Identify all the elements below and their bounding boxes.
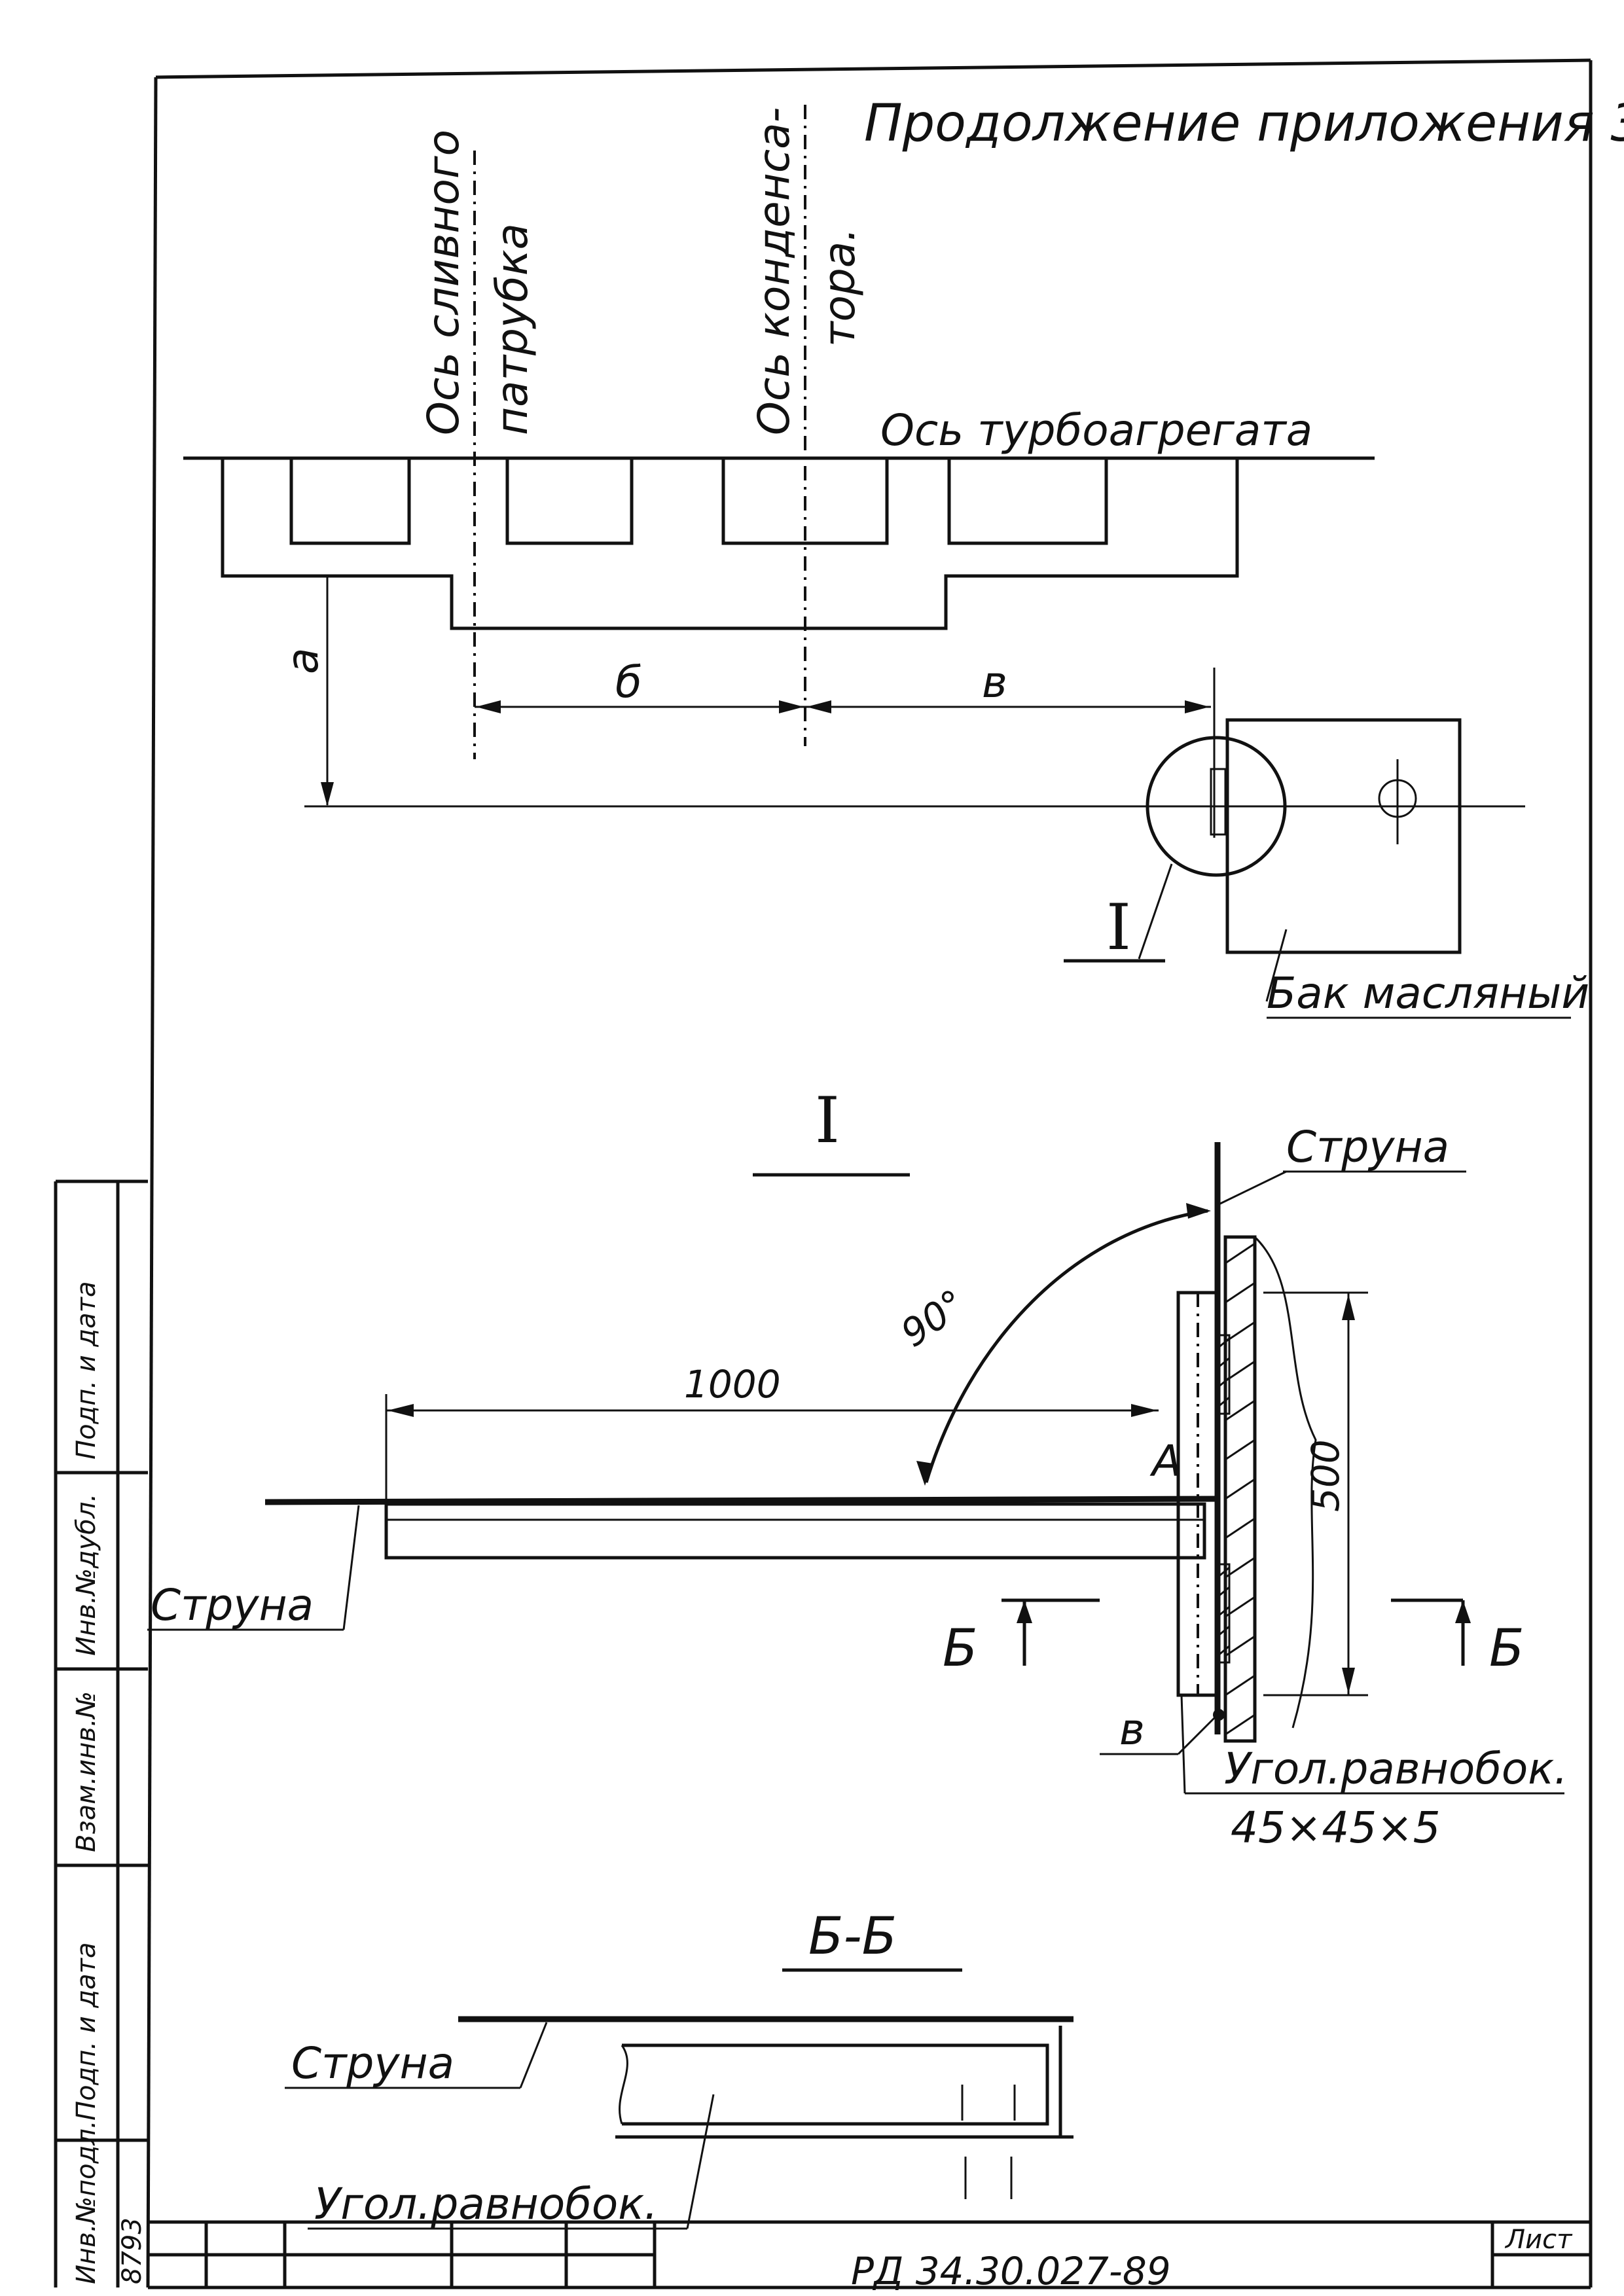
stamp-side-label-3: Взам.инв.№ — [71, 1691, 101, 1852]
dim-b-label: б — [615, 657, 642, 708]
point-v-dot — [1213, 1709, 1225, 1721]
dim-a-arrow — [321, 782, 334, 806]
sheet-label: Лист — [1504, 2225, 1573, 2255]
stamp-side-label-1: Инв.№подл. — [71, 2120, 101, 2284]
dim-v-arrow-left — [806, 700, 831, 713]
foundation-opening — [947, 458, 1108, 545]
detail-title: I — [815, 1084, 840, 1157]
condenser-axis-label-2: тора. — [814, 228, 865, 347]
turbine-axis-label: Ось турбоагрегата — [880, 405, 1312, 456]
dim-500-label: 500 — [1303, 1439, 1348, 1512]
string-top-leader — [1218, 1170, 1287, 1206]
point-v-label: в — [1119, 1704, 1145, 1755]
detail-ref-label: I — [1106, 891, 1131, 964]
stamp-inventory-number: 8793 — [117, 2217, 147, 2284]
angle-90-arrow-bottom — [916, 1461, 933, 1486]
wall-plate — [1223, 1235, 1257, 1743]
section-string-label: Струна — [291, 2038, 454, 2089]
drain-pipe-axis-label: Ось сливного — [418, 130, 469, 435]
bracket-plate-plan — [1210, 768, 1227, 836]
header-title: Продолжение приложения 3 — [864, 94, 1624, 153]
foundation-opening — [505, 458, 634, 545]
doc-code: РД 34.30.027-89 — [851, 2249, 1171, 2293]
wall-break-line — [1254, 1236, 1317, 1729]
stamp-side-label-2: Подп. и дата — [71, 1943, 101, 2121]
string-left-label: Струна — [151, 1580, 314, 1630]
weld-bottom — [1216, 1563, 1231, 1664]
sheet-frame — [146, 58, 1593, 2289]
dim-1000-arrow-right — [1131, 1404, 1157, 1417]
weld-top — [1216, 1334, 1231, 1415]
angle-profile-label-1: Угол.равнобок. — [1224, 1744, 1568, 1794]
dim-b-arrow-right — [779, 700, 804, 713]
section-bb-title: Б-Б — [808, 1907, 897, 1966]
dim-v-arrow-right — [1185, 700, 1210, 713]
foundation-opening — [721, 458, 889, 545]
oil-tank — [1225, 718, 1462, 954]
dim-500-arrow-top — [1342, 1294, 1355, 1320]
dim-1000-arrow-left — [388, 1404, 414, 1417]
detail-circle — [1146, 736, 1287, 877]
string-top-label: Струна — [1286, 1122, 1449, 1172]
section-bb: Б-Б Струна Угол.равнобок. — [285, 1907, 1074, 2230]
angle-profile-label-2: 45×45×5 — [1231, 1803, 1441, 1853]
detail-leader — [1138, 863, 1173, 960]
section-break-line — [619, 2045, 628, 2125]
section-angle-leader — [686, 2094, 715, 2229]
angle-profile-leader — [1180, 1695, 1186, 1794]
section-angle-outer — [615, 2026, 1062, 2139]
foundation-outline — [221, 458, 1239, 630]
section-angle-profile — [622, 2043, 1049, 2126]
dim-v-label: в — [982, 657, 1007, 708]
condenser-axis-label: Ось конденса- — [749, 107, 799, 435]
string-horizontal — [264, 1496, 1219, 1505]
angle-90-arrow-top — [1186, 1203, 1211, 1219]
section-string-leader — [519, 2022, 548, 2089]
detail-view: I Струна — [147, 1084, 1568, 1853]
stamp-side-label-4: Инв.№дубл. — [71, 1494, 101, 1656]
dim-a-label: а — [278, 648, 328, 674]
section-mark-left-label: Б — [943, 1619, 978, 1678]
section-mark-right-arrow — [1455, 1600, 1471, 1623]
oil-tank-leader — [1265, 929, 1288, 1002]
drain-pipe-axis-label-2: патрубка — [487, 223, 537, 435]
foundation-opening — [289, 458, 411, 545]
oil-tank-label: Бак масляный — [1267, 968, 1589, 1018]
dim-500-arrow-bottom — [1342, 1668, 1355, 1694]
stamp-side-label-5: Подп. и дата — [71, 1282, 101, 1460]
point-a-label: А — [1149, 1436, 1182, 1486]
dim-b-arrow-left — [476, 700, 501, 713]
top-view: Ось сливного патрубка Ось конденса- тора… — [183, 105, 1589, 1019]
side-stamp: Инв.№подл. Подп. и дата Взам.инв.№ Инв.№… — [54, 1179, 148, 2287]
string-left-leader — [342, 1505, 360, 1630]
angle-90-arc — [924, 1209, 1208, 1483]
dim-1000-label: 1000 — [684, 1362, 781, 1407]
bracket-arm — [384, 1502, 1206, 1560]
section-mark-left-arrow — [1017, 1600, 1032, 1623]
angle-90-label: 90° — [893, 1281, 973, 1356]
section-mark-right-label: Б — [1489, 1619, 1525, 1678]
title-block: РД 34.30.027-89 Лист — [148, 2220, 1591, 2293]
